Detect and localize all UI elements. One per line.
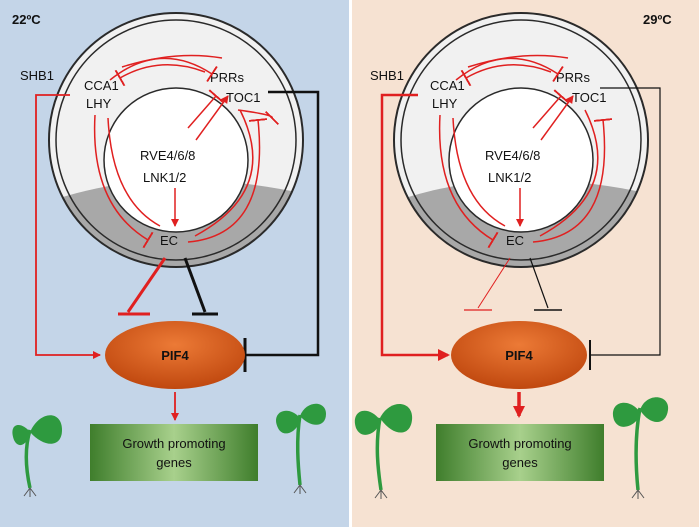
cca1-label: CCA1 <box>430 78 465 93</box>
lhy-label: LHY <box>432 96 458 111</box>
seedling-right <box>276 403 326 494</box>
seedling-left <box>354 403 413 499</box>
cca1-label: CCA1 <box>84 78 119 93</box>
edge-outer-loop <box>467 54 569 68</box>
genes-label-line2: genes <box>156 455 192 470</box>
genes-label-line1: Growth promoting <box>468 436 571 451</box>
clock-regulation-lines <box>93 54 280 249</box>
edge-rve-activates-prrs <box>195 95 229 141</box>
edge-ec-inhibits-pif4-red <box>126 257 167 313</box>
edge-prrs-ec-loop <box>194 109 254 237</box>
shb1-label: SHB1 <box>20 68 54 83</box>
edge-prrs-inhibits-pif4 <box>245 90 320 357</box>
edge-toc1-inhibits-rve <box>187 89 224 129</box>
seedling-right <box>612 397 669 499</box>
prrs-label: PRRs <box>210 70 244 85</box>
clock-inner-core <box>448 87 594 233</box>
edge-prrs-inhibits-cca1 <box>114 64 206 87</box>
edge-lhy-loop <box>452 117 506 227</box>
temperature-label: 22ºC <box>12 12 41 27</box>
edge-prrs-inhibits-pif4 <box>590 87 661 356</box>
edge-ec-inhibits-toc1 <box>532 118 613 243</box>
growth-genes-box <box>436 424 604 481</box>
toc1-label: TOC1 <box>226 90 260 105</box>
clock-inner-core <box>103 87 249 233</box>
panel-divider <box>349 0 352 527</box>
pif4-node <box>451 321 587 389</box>
rve-label: RVE4/6/8 <box>485 148 540 163</box>
toc1-label: TOC1 <box>572 90 606 105</box>
edge-ec-inhibits-pif4-black <box>183 257 207 313</box>
edge-toc1-inhibits-rve <box>532 89 569 129</box>
growth-genes-box <box>90 424 258 481</box>
edge-ec-inhibits-toc1 <box>187 118 268 243</box>
lnk-label: LNK1/2 <box>143 170 186 185</box>
panel-22c: 22ºC SHB1 CCA1 LHY PRRs TOC1 RVE4/6/8 LN… <box>0 0 349 527</box>
edge-toc1-bar <box>237 109 280 126</box>
prrs-label: PRRs <box>556 70 590 85</box>
ec-label: EC <box>506 233 524 248</box>
edge-prrs-ec-loop <box>539 109 599 237</box>
edge-cca1-inhibits-ec <box>93 114 154 249</box>
panel-29c: 29ºC SHB1 CCA1 LHY PRRs TOC1 RVE4/6/8 LN… <box>352 0 699 527</box>
edge-outer-loop <box>121 54 223 68</box>
seedling-left <box>12 415 62 497</box>
clock-regulation-lines <box>438 54 613 249</box>
edge-shb1-activates-pif4 <box>35 94 101 359</box>
ec-label: EC <box>160 233 178 248</box>
genes-label-line2: genes <box>502 455 538 470</box>
edge-cca1-inhibits-ec <box>438 114 499 249</box>
lhy-label: LHY <box>86 96 112 111</box>
shb1-label: SHB1 <box>370 68 404 83</box>
edge-lhy-loop <box>107 117 161 227</box>
genes-label-line1: Growth promoting <box>122 436 225 451</box>
pif4-label: PIF4 <box>161 348 189 363</box>
pif4-node <box>105 321 245 389</box>
rve-label: RVE4/6/8 <box>140 148 195 163</box>
temperature-label: 29ºC <box>643 12 672 27</box>
pif4-label: PIF4 <box>505 348 533 363</box>
edge-shb1-activates-pif4 <box>380 93 450 361</box>
edge-ec-inhibits-pif4-red <box>477 257 511 309</box>
edge-ec-inhibits-pif4-black <box>529 257 549 309</box>
edge-rve-activates-prrs <box>540 95 574 141</box>
edge-prrs-inhibits-cca1 <box>460 64 552 87</box>
lnk-label: LNK1/2 <box>488 170 531 185</box>
